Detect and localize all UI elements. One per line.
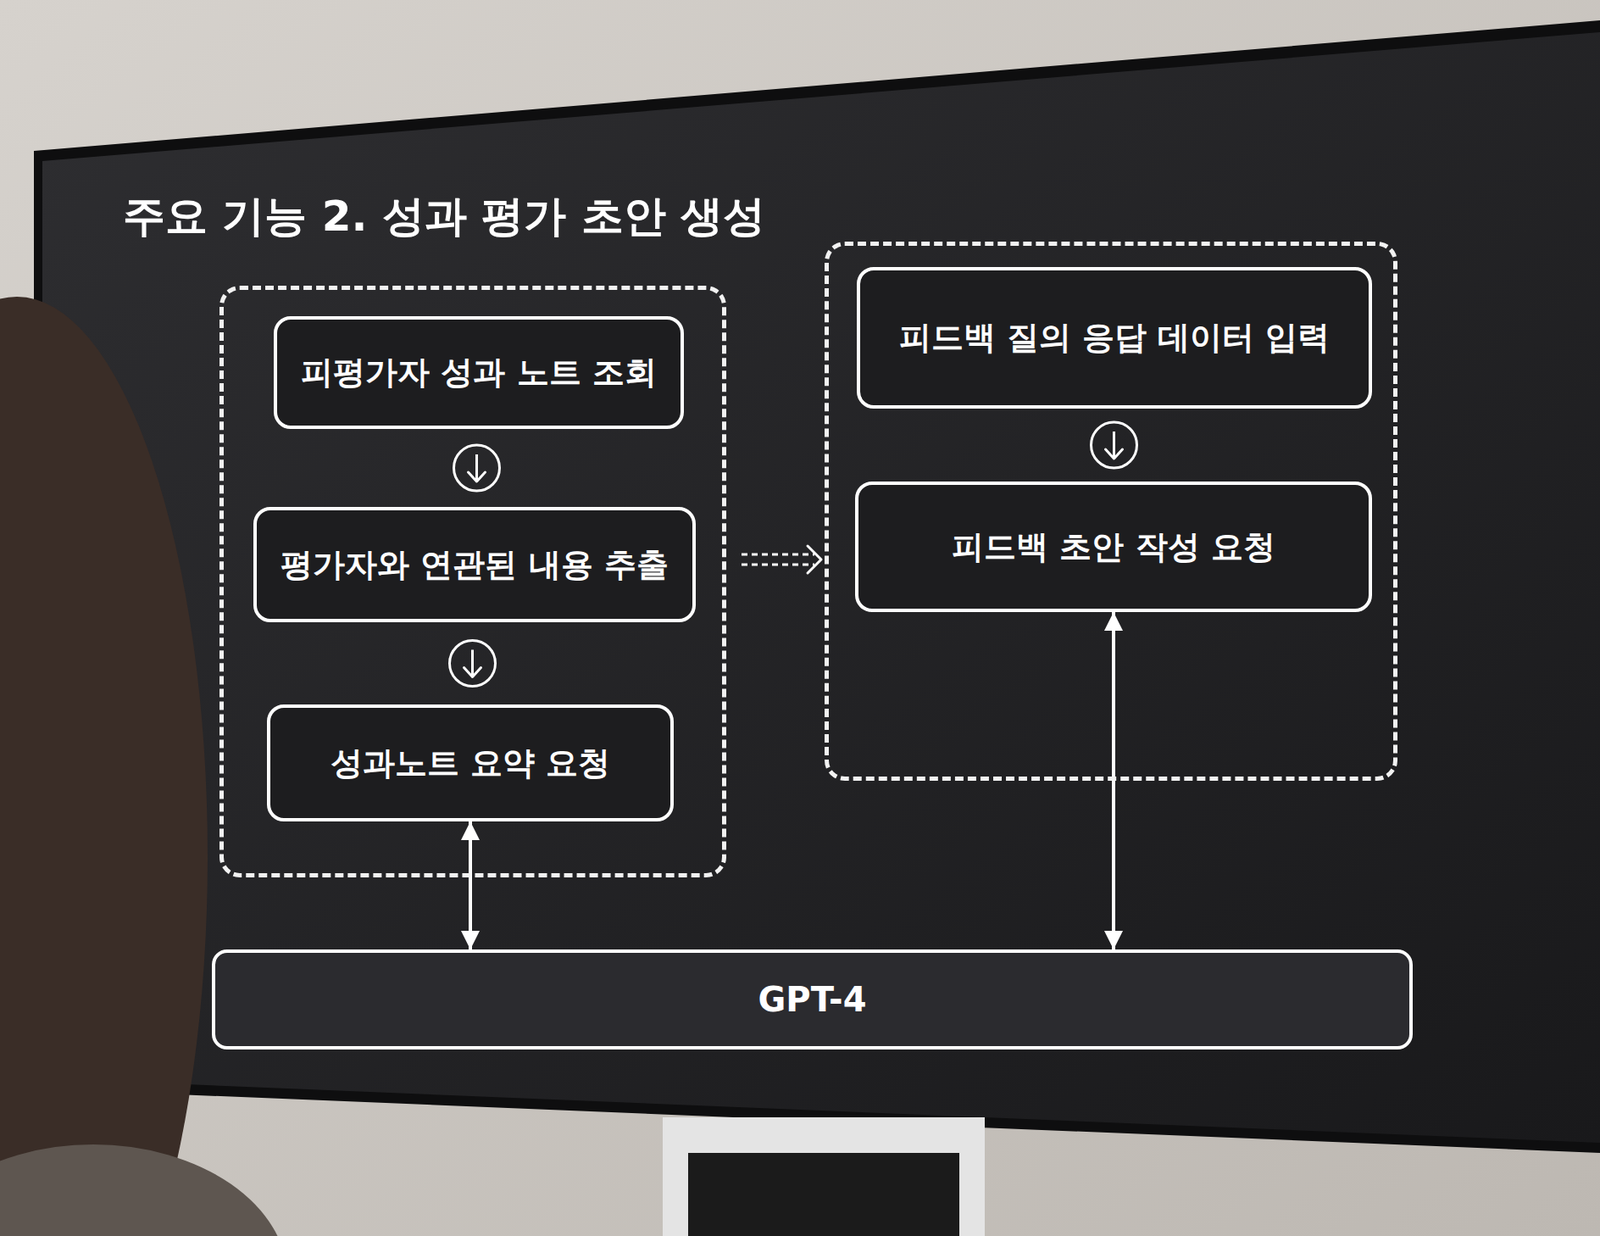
dashed-arrow-line <box>741 563 815 567</box>
process-box: 피드백 초안 작성 요청 <box>855 481 1373 612</box>
process-box: 평가자와 연관된 내용 추출 <box>253 506 696 623</box>
box-label: 성과노트 요약 요청 <box>330 741 611 785</box>
arrow-chevron <box>807 545 822 573</box>
process-box: 성과노트 요약 요청 <box>266 704 674 822</box>
model-band: GPT-4 <box>211 949 1413 1050</box>
connector <box>726 545 825 573</box>
connector-line <box>471 622 474 705</box>
connector <box>1091 408 1138 482</box>
tv-stand-inner <box>688 1152 960 1236</box>
arrow-chevron <box>464 667 482 678</box>
box-label: GPT-4 <box>758 979 867 1019</box>
connector <box>450 622 496 705</box>
arrow-chevron <box>1105 449 1123 459</box>
box-label: 피드백 질의 응답 데이터 입력 <box>899 316 1331 360</box>
tv-stand <box>662 1116 985 1236</box>
viewer-head <box>0 296 208 1236</box>
box-label: 피평가자 성과 노트 조회 <box>300 350 657 395</box>
connector-line <box>1112 408 1116 482</box>
screen-display <box>42 32 1600 1143</box>
arrow-chevron <box>468 472 486 482</box>
process-box: 피드백 질의 응답 데이터 입력 <box>856 266 1373 409</box>
viewer-shoulder <box>0 1144 289 1236</box>
connector-axis <box>726 559 825 561</box>
screen-bezel <box>33 20 1600 1153</box>
connector <box>1113 611 1115 950</box>
slide-title: 주요 기능 2. 성과 평가 초안 생성 <box>122 188 766 245</box>
process-box: 피평가자 성과 노트 조회 <box>273 316 684 429</box>
connector-line <box>468 821 473 950</box>
dashed-group: 피드백 질의 응답 데이터 입력피드백 초안 작성 요청 <box>824 241 1398 781</box>
dashed-group: 피평가자 성과 노트 조회평가자와 연관된 내용 추출성과노트 요약 요청 <box>219 285 727 878</box>
connector <box>470 821 472 950</box>
connector-line <box>1111 611 1116 950</box>
box-label: 평가자와 연관된 내용 추출 <box>280 543 669 587</box>
connector-line <box>475 428 478 507</box>
connector <box>454 428 500 507</box>
box-label: 피드백 초안 작성 요청 <box>951 525 1276 569</box>
dashed-arrow-line <box>741 553 815 556</box>
